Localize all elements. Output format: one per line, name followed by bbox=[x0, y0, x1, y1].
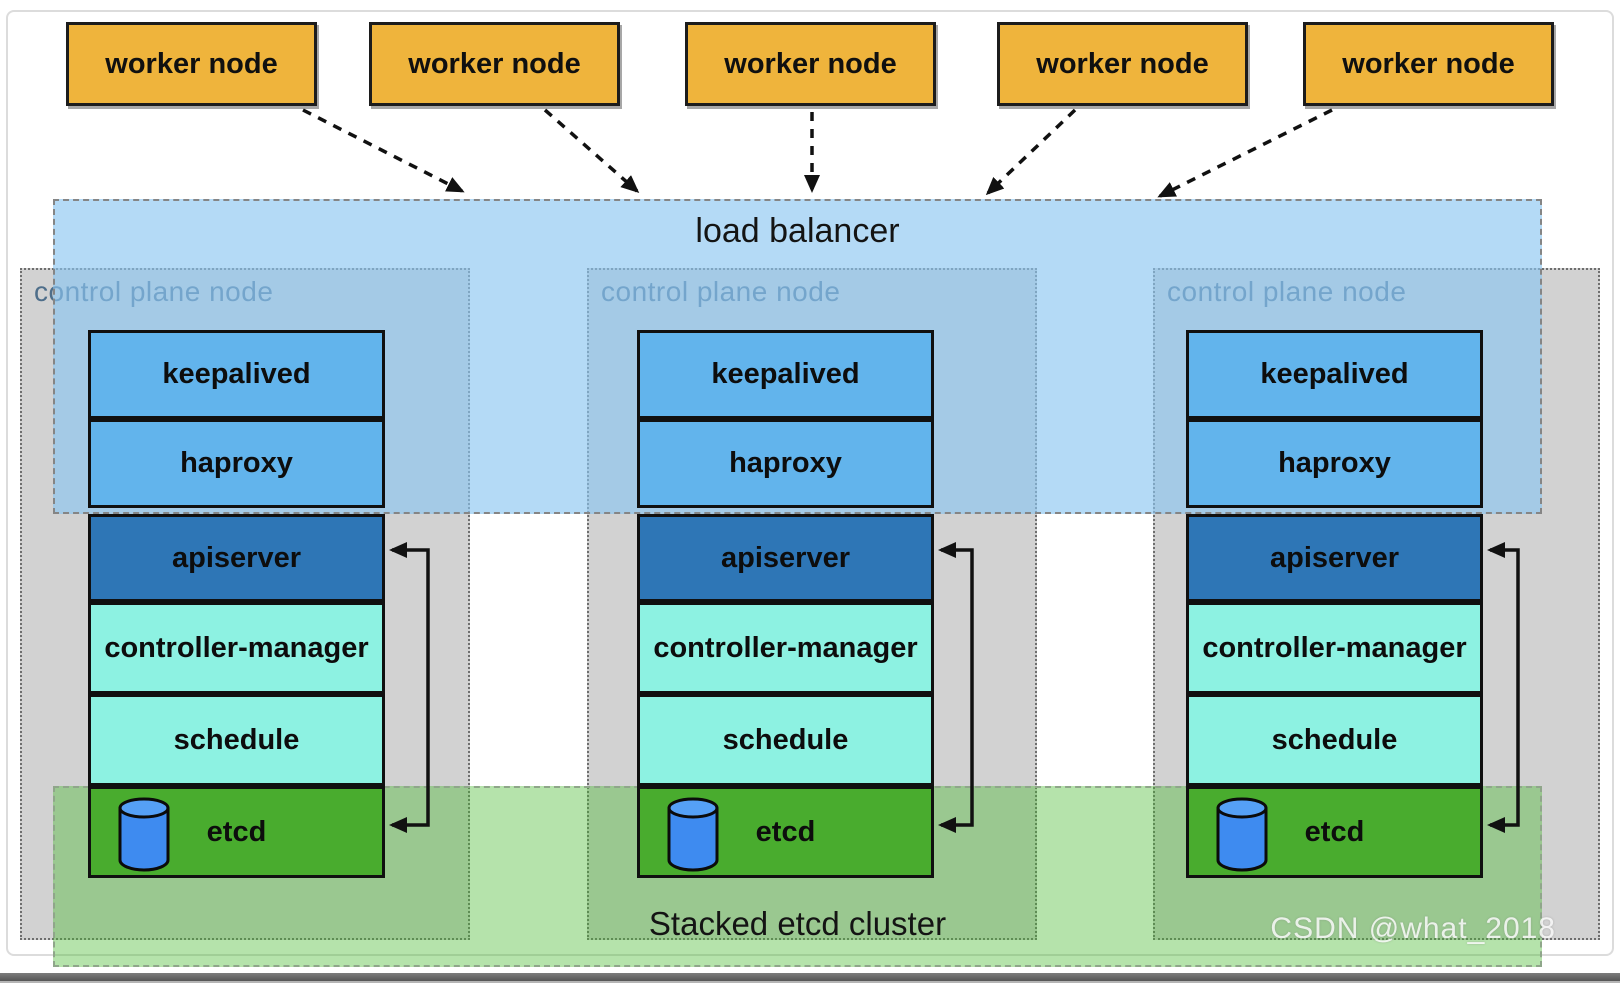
component-schedule: schedule bbox=[88, 694, 385, 786]
component-label: controller-manager bbox=[104, 631, 369, 664]
outer-frame bbox=[6, 10, 1614, 956]
etcd-database-icon bbox=[118, 797, 170, 872]
component-keepalived: keepalived bbox=[88, 330, 385, 419]
component-label: apiserver bbox=[721, 541, 850, 574]
component-label: keepalived bbox=[1260, 358, 1409, 390]
component-label: schedule bbox=[173, 723, 300, 756]
component-apiserver: apiserver bbox=[88, 514, 385, 602]
stacked-etcd-cluster-label: Stacked etcd cluster bbox=[648, 905, 947, 942]
component-etcd: etcd bbox=[637, 786, 934, 878]
component-haproxy: haproxy bbox=[1186, 419, 1483, 508]
component-label: keepalived bbox=[711, 358, 860, 390]
worker-node-label: worker node bbox=[408, 47, 581, 80]
component-label: haproxy bbox=[729, 447, 842, 479]
component-controller-manager: controller-manager bbox=[88, 602, 385, 694]
watermark: CSDN @what_2018 bbox=[1270, 912, 1556, 945]
component-label: schedule bbox=[1271, 723, 1398, 756]
worker-node-3: worker node bbox=[685, 22, 936, 106]
component-label: haproxy bbox=[1278, 447, 1391, 479]
component-schedule: schedule bbox=[637, 694, 934, 786]
worker-node-4: worker node bbox=[997, 22, 1248, 106]
component-apiserver: apiserver bbox=[637, 514, 934, 602]
component-label: controller-manager bbox=[1202, 631, 1467, 664]
component-apiserver: apiserver bbox=[1186, 514, 1483, 602]
component-stack-3: keepalived haproxy apiserver controller-… bbox=[1186, 330, 1483, 878]
etcd-database-icon bbox=[667, 797, 719, 872]
component-etcd: etcd bbox=[1186, 786, 1483, 878]
component-haproxy: haproxy bbox=[637, 419, 934, 508]
component-stack-1: keepalived haproxy apiserver controller-… bbox=[88, 330, 385, 878]
worker-node-label: worker node bbox=[1036, 47, 1209, 80]
component-label: apiserver bbox=[172, 541, 301, 574]
component-label: keepalived bbox=[162, 358, 311, 390]
worker-node-label: worker node bbox=[105, 47, 278, 80]
component-label: etcd bbox=[755, 815, 816, 848]
load-balancer-label: load balancer bbox=[695, 212, 900, 250]
component-label: haproxy bbox=[180, 447, 293, 479]
component-keepalived: keepalived bbox=[1186, 330, 1483, 419]
etcd-database-icon bbox=[1216, 797, 1268, 872]
component-stack-2: keepalived haproxy apiserver controller-… bbox=[637, 330, 934, 878]
component-label: etcd bbox=[206, 815, 267, 848]
component-keepalived: keepalived bbox=[637, 330, 934, 419]
worker-node-2: worker node bbox=[369, 22, 620, 106]
component-etcd: etcd bbox=[88, 786, 385, 878]
bottom-divider bbox=[0, 973, 1620, 983]
component-label: etcd bbox=[1304, 815, 1365, 848]
component-controller-manager: controller-manager bbox=[637, 602, 934, 694]
component-label: apiserver bbox=[1270, 541, 1399, 574]
component-controller-manager: controller-manager bbox=[1186, 602, 1483, 694]
component-label: schedule bbox=[722, 723, 849, 756]
component-schedule: schedule bbox=[1186, 694, 1483, 786]
worker-node-label: worker node bbox=[724, 47, 897, 80]
worker-node-5: worker node bbox=[1303, 22, 1554, 106]
component-label: controller-manager bbox=[653, 631, 918, 664]
component-haproxy: haproxy bbox=[88, 419, 385, 508]
worker-node-label: worker node bbox=[1342, 47, 1515, 80]
worker-node-1: worker node bbox=[66, 22, 317, 106]
